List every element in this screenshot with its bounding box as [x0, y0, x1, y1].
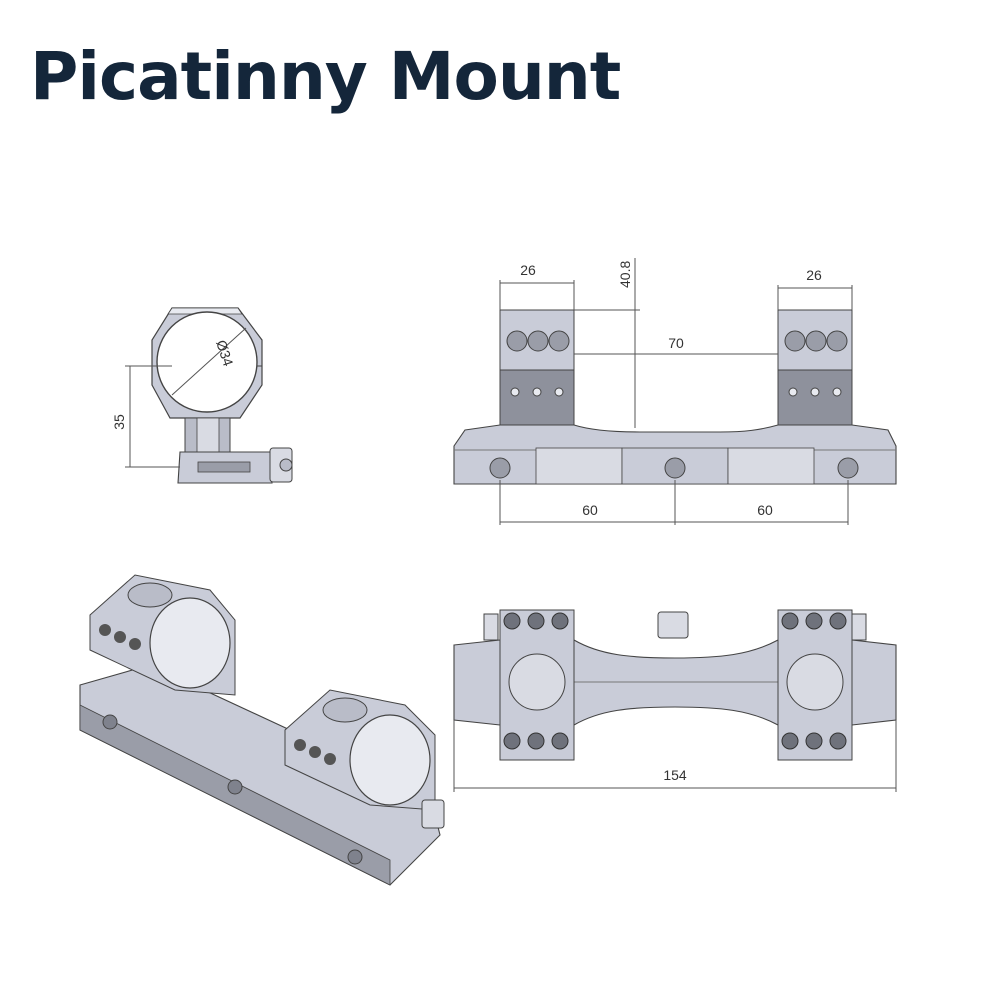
page-title: Picatinny Mount [30, 38, 621, 115]
isometric-view-drawing [79, 574, 445, 886]
iso-ring-left [89, 574, 236, 696]
front-view-drawing: Ø34 35 [111, 307, 293, 484]
ring-spacing-label: 70 [668, 335, 684, 351]
left-ring [499, 309, 575, 431]
screw-spacing-right-label: 60 [757, 502, 773, 518]
top-ring-right [786, 653, 844, 711]
center-height-label: 40.8 [617, 261, 633, 288]
side-view-drawing: 26 26 40.8 70 60 60 [453, 258, 897, 525]
height-label: 35 [111, 414, 127, 430]
ring-bore [156, 311, 258, 413]
iso-ring-right [284, 689, 436, 811]
top-ring-left [508, 653, 566, 711]
ring-width-right-label: 26 [806, 267, 822, 283]
screw-spacing-left-label: 60 [582, 502, 598, 518]
top-view-drawing: 154 [453, 609, 897, 792]
overall-length-label: 154 [663, 767, 687, 783]
diameter-label: Ø34 [213, 338, 236, 368]
ring-width-left-label: 26 [520, 262, 536, 278]
right-ring [777, 309, 853, 431]
